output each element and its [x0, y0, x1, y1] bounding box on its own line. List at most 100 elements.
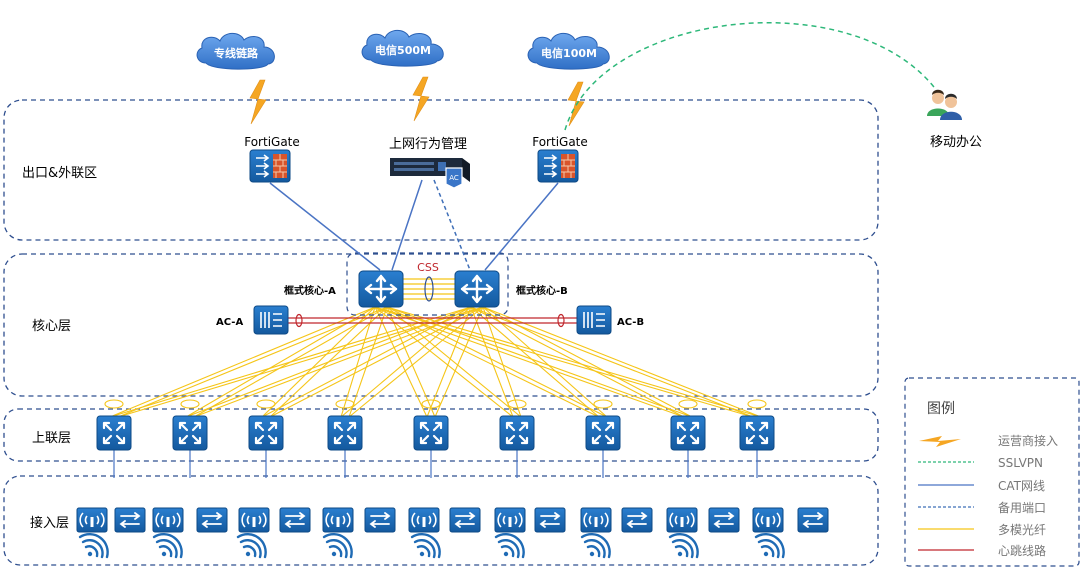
wireless-ap-icon	[494, 507, 526, 533]
link-bundle-marker	[593, 399, 613, 409]
mobile-office-label: 移动办公	[930, 135, 982, 150]
zone-label-egress: 出口&外联区	[22, 166, 97, 181]
sslvpn-link	[564, 21, 941, 131]
uplink-switch	[247, 414, 285, 452]
fiber-link	[482, 306, 608, 418]
access-switch-icon	[279, 507, 311, 533]
uplink-switch	[171, 414, 209, 452]
fiber-link	[374, 306, 514, 418]
zone-uplink	[3, 408, 879, 462]
wifi-signal-icon	[236, 532, 267, 559]
access-switch-icon	[708, 507, 740, 533]
fiber-link	[109, 306, 376, 418]
access-switch-icon	[797, 507, 829, 533]
legend-item-label: 多模光纤	[998, 523, 1046, 537]
fiber-link	[261, 306, 376, 418]
wireless-ap-icon	[408, 507, 440, 533]
uplink-switch	[669, 414, 707, 452]
core-switch-b	[453, 269, 501, 309]
wifi-signal-icon	[410, 532, 441, 559]
wireless-ap-icon	[238, 507, 270, 533]
isp-label-1: 专线链路	[214, 46, 259, 60]
wireless-ap-icon	[580, 507, 612, 533]
firewall-icon	[249, 149, 291, 183]
wifi-signal-icon	[754, 532, 785, 559]
fiber-link	[348, 306, 484, 418]
zone-label-uplink: 上联层	[32, 431, 71, 446]
fiber-mesh	[104, 306, 767, 418]
zone-core	[3, 253, 879, 397]
zone-label-access: 接入层	[30, 515, 69, 531]
css-label: CSS	[417, 261, 439, 274]
fiber-link	[340, 306, 376, 418]
wireless-ap-icon	[752, 507, 784, 533]
server-icon: AC	[390, 158, 470, 189]
fortigate-1-label: FortiGate	[244, 135, 300, 149]
wireless-ap-icon	[322, 507, 354, 533]
ac-b-label: AC-B	[617, 317, 644, 328]
link-bundle-marker	[421, 399, 441, 409]
wireless-ap-icon	[76, 507, 108, 533]
isp-label-2: 电信500M	[375, 43, 431, 57]
legend-item-label: CAT网线	[998, 479, 1045, 493]
core-switch-a	[357, 269, 405, 309]
access-switch-icon	[621, 507, 653, 533]
ac-a-label: AC-A	[216, 317, 243, 328]
egress-core-links	[269, 179, 559, 271]
access-switch-icon	[534, 507, 566, 533]
fiber-link	[482, 306, 762, 418]
behavior-mgmt-label: 上网行为管理	[389, 137, 467, 152]
fiber-link	[386, 306, 436, 418]
access-switch-icon	[364, 507, 396, 533]
link-bundle-marker	[747, 399, 767, 409]
uplink-switch	[412, 414, 450, 452]
fiber-link	[470, 306, 514, 418]
css-group-box	[346, 252, 509, 316]
wifi-signal-icon	[668, 532, 699, 559]
legend-item-label: 心跳线路	[998, 543, 1046, 558]
access-layer	[76, 507, 829, 559]
core-switch-a-label: 框式核心-A	[284, 284, 336, 297]
legend-bolt-icon	[919, 436, 961, 447]
fiber-link	[374, 306, 600, 418]
heartbeat-links	[288, 313, 577, 328]
isp-cloud-2: 电信500M	[361, 29, 444, 67]
legend-item-label: 备用端口	[998, 501, 1046, 515]
core-switch-b-label: 框式核心-B	[516, 284, 568, 297]
fiber-link	[426, 306, 472, 418]
isp-cloud-1: 专线链路	[196, 32, 275, 70]
link-bundle-marker	[507, 399, 527, 409]
fiber-link	[374, 306, 428, 418]
fiber-link	[482, 306, 522, 418]
isp-bolt-1	[249, 79, 267, 125]
isp-bolt-2	[412, 76, 430, 122]
fiber-link	[185, 306, 376, 418]
zone-access	[3, 475, 879, 566]
fiber-link	[470, 306, 754, 418]
uplink-switch	[584, 414, 622, 452]
isp-label-3: 电信100M	[541, 46, 597, 60]
fiber-link	[386, 306, 762, 418]
ac-badge: AC	[449, 174, 459, 182]
css-stack-links	[402, 276, 458, 302]
fiber-link	[193, 306, 484, 418]
legend-item-label: 运营商接入	[998, 433, 1058, 448]
link-bundle-marker	[335, 399, 355, 409]
fiber-link	[117, 306, 388, 418]
access-switch-icon	[449, 507, 481, 533]
fiber-link	[374, 306, 754, 418]
uplink-layer	[95, 414, 776, 478]
access-switch-icon	[196, 507, 228, 533]
ac-controller-a	[253, 305, 289, 335]
zone-label-core: 核心层	[32, 319, 71, 334]
fiber-link	[386, 306, 608, 418]
wireless-ap-icon	[666, 507, 698, 533]
uplink-switch	[326, 414, 364, 452]
fiber-link	[434, 306, 484, 418]
legend-item-label: SSLVPN	[998, 456, 1043, 470]
uplink-switch	[738, 414, 776, 452]
fiber-link	[374, 306, 685, 418]
fiber-link	[386, 306, 522, 418]
